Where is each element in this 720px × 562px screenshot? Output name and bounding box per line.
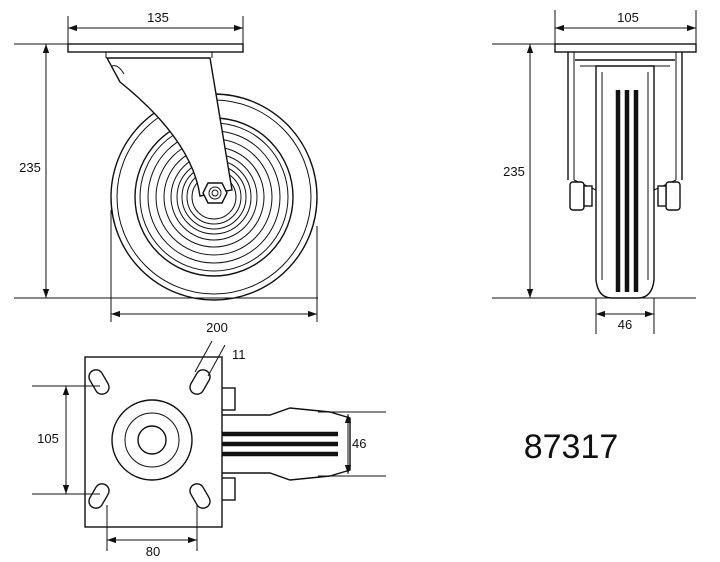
- dim-plan-wheel-width: 46: [352, 436, 366, 451]
- plan-slot-top-right: [189, 369, 211, 395]
- dim-plan-vertical-spacing: 105: [37, 431, 59, 446]
- dim-plan-horizontal-spacing: 80: [146, 544, 160, 559]
- front-fork: [567, 52, 683, 180]
- dim-front-plate-width: 105: [617, 10, 639, 25]
- plan-view: 11 105 46 80: [32, 340, 386, 559]
- front-axle-nut-left: [569, 181, 585, 211]
- plan-slot-bottom-left: [88, 483, 110, 509]
- axle-nut-hex: [202, 182, 228, 204]
- dim-front-height: 235: [503, 164, 525, 179]
- model-number: 87317: [524, 428, 619, 466]
- dim-wheel-diameter: 200: [206, 320, 228, 335]
- plan-top-plate: [84, 356, 223, 528]
- front-axle-nut-right: [665, 181, 681, 211]
- side-view: 135 235 200: [14, 10, 318, 335]
- dim-front-wheel-width: 46: [618, 317, 632, 332]
- dim-side-height: 235: [19, 160, 41, 175]
- side-top-plate: [67, 43, 244, 53]
- front-top-plate: [554, 43, 697, 53]
- front-view: 105 235 46: [492, 10, 697, 334]
- plan-slot-bottom-right: [189, 483, 211, 509]
- dim-bolt-hole: 11: [232, 347, 246, 362]
- side-fork-arm: [105, 57, 233, 197]
- dim-side-plate-width: 135: [147, 10, 169, 25]
- plan-kingpin-ring: [111, 399, 193, 481]
